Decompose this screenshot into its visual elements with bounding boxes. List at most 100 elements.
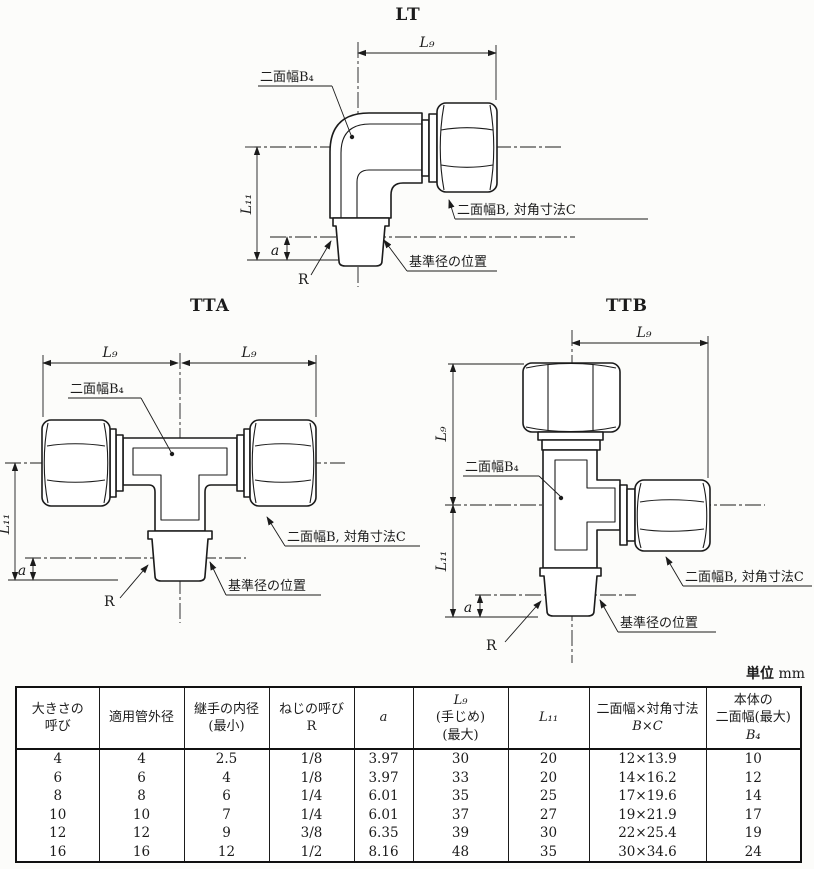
table-cell: 3/8 [268,824,355,843]
table-cell: 33 [412,768,509,787]
nut-right [249,419,317,507]
nut-facet-line [46,479,106,483]
table-cell: 8 [98,787,185,806]
nut [436,102,498,193]
leader-line [140,397,172,453]
label-ref-dia: 基準径の位置 [228,578,306,594]
table-cell: 3.97 [353,768,414,787]
inner-bore-line [554,459,616,551]
table-cell: 12 [705,768,802,787]
label-width-bc: 二面幅B, 対角寸法C [287,530,406,545]
label-width-b4: 二面幅B₄ [465,460,519,475]
label-ref-dia: 基準径の位置 [620,615,698,631]
collar [537,431,604,441]
inner-bore-line [356,169,422,218]
label-width-b4: 二面幅B₄ [260,70,314,85]
nut-facet-arc [525,362,617,369]
label-width-bc: 二面幅B, 対角寸法C [685,570,804,585]
table-cell: 1/4 [268,805,355,824]
collar [421,119,430,177]
label-a: a [271,243,279,259]
collar [243,428,251,498]
label-l9: L₉ [434,426,450,442]
nut-top [522,362,621,433]
table-cell: 30 [412,749,509,769]
leader-dot [349,134,355,140]
table-cell: 37 [412,805,509,824]
table-cell: 12 [15,824,100,843]
tta-tee-drawing: L₉ L₉ L₁₁ a 二面幅B₄ 二面幅B, 対角寸法C 基準径の位置 [0,345,420,623]
label-l9: L₉ [102,345,118,361]
collar [109,428,117,498]
col-header-fitting-bore: 継手の内径(最小) [183,687,270,750]
label-l9: L₉ [241,345,257,361]
inner-bore-line [340,123,422,218]
label-ref-dia: 基準径の位置 [409,254,487,270]
table-cell: 25 [507,787,590,806]
col-header-size-designation: 大きさの呼び [15,687,100,750]
label-l9: L₉ [636,325,652,341]
table-cell: 20 [507,768,590,787]
table-cell: 35 [507,842,590,862]
table-cell: 20 [507,749,590,769]
nut-facet-arc [702,482,708,549]
table-cell: 14×16.2 [588,768,707,787]
table-cell: 16 [15,842,100,862]
leader-line [599,599,619,633]
table-cell: 24 [705,842,802,862]
collar [428,113,438,183]
table-cell: 1/2 [268,842,355,862]
unit-label: 単位 mm [600,663,805,683]
table-cell: 1/8 [268,749,355,769]
nut-facet-line [639,499,705,503]
table-cell: 19 [705,824,802,843]
leader-line [266,516,286,547]
table-cell: 6.35 [353,824,414,843]
leader-line [665,556,684,587]
table-cell: 27 [507,805,590,824]
table-cell: 17×19.6 [588,787,707,806]
nut-facet-line [440,127,494,131]
table-cell: 4 [15,749,100,769]
leader-line [448,199,456,220]
leader-line [331,85,352,136]
table-cell: 10 [705,749,802,769]
table-cell: 39 [412,824,509,843]
leader-line [209,561,227,596]
table-cell: 7 [183,805,270,824]
nut-facet-arc [309,422,315,504]
table-cell: 6 [183,787,270,806]
leader-line [504,600,542,643]
elbow-body-outline [329,112,423,219]
table-cell: 10 [15,805,100,824]
table-cell: 35 [412,787,509,806]
table-cell: 12 [183,842,270,862]
leader-line [310,240,332,276]
collar [619,484,628,546]
collar [626,488,636,542]
table-cell: 6 [15,768,100,787]
table-cell: 10 [98,805,185,824]
leader-dot [169,451,175,457]
label-r: R [486,638,497,654]
threaded-port [332,217,390,267]
threaded-port [147,530,213,582]
nut-facet-line [254,479,312,483]
collar [115,434,124,492]
figure-title-tta: TTA [190,296,230,316]
table-cell: 8 [15,787,100,806]
table-cell: 4 [183,768,270,787]
label-a: a [464,600,472,616]
label-width-bc: 二面幅B, 対角寸法C [457,203,576,218]
unit-prefix: 単位 [745,665,774,681]
col-header-l11: L₁₁ [507,687,590,750]
nut-facet-arc [439,104,445,191]
collar [236,434,245,492]
table-cell: 30 [507,824,590,843]
table-cell: 19×21.9 [588,805,707,824]
